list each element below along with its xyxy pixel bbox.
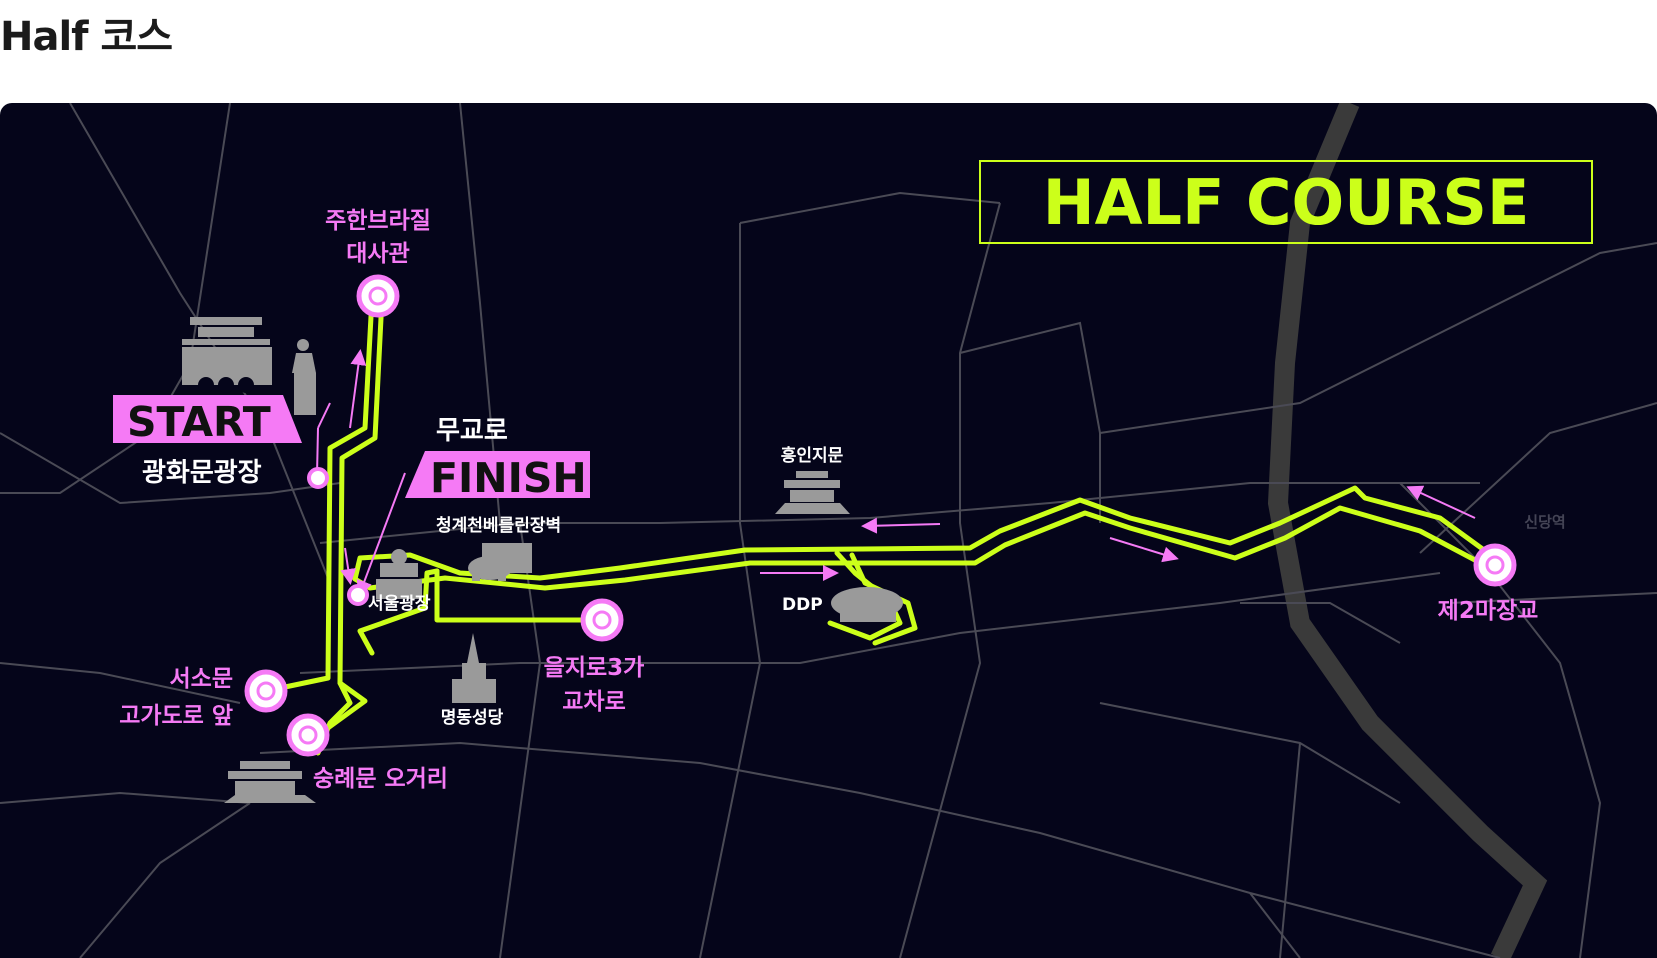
half-course-badge: HALF COURSE [979,160,1593,244]
seosomun-label-line2: 고가도로 앞 [119,703,233,729]
seosomun-label-line1: 서소문 [170,666,233,692]
euljiro-label-line2: 교차로 [562,689,625,715]
start-tag: START [113,395,302,446]
half-course-route [263,295,1498,756]
heunginjimun-label: 흥인지문 [781,445,844,466]
brazil-embassy-label-line2: 대사관 [346,241,409,267]
myeongdong-cathedral-icon [452,633,496,703]
myeongdong-cathedral-label: 명동성당 [441,708,504,728]
start-leader-line [317,402,331,429]
finish-location-label: 무교로 [436,416,508,446]
sungnyemun-label: 숭례문 오거리 [313,766,448,792]
finish-tag: FINISH [405,451,590,502]
ddp-building-icon [831,587,903,622]
seoul-plaza-label: 서울광장 [368,594,431,614]
brazil-embassy-label-line1: 주한브라질 [325,208,431,234]
heunginjimun-gate-icon [775,471,850,514]
turnaround-icon [580,598,624,642]
finish-point-marker [347,584,369,606]
statue-icon [292,339,316,415]
sungnyemun-gate-icon [224,761,316,803]
majang-bridge-label: 제2마장교 [1438,598,1539,624]
direction-arrows [340,349,1476,597]
euljiro-label-line1: 을지로3가 [544,655,645,681]
bear-statue-icon [468,543,532,581]
river [1267,103,1548,958]
ddp-label: DDP [782,595,823,615]
cheonggye-berlin-wall-label: 청계천베를린장벽 [436,515,561,536]
course-map: HALF COURSE START 광화문광장 무교로 FINISH 주한브라질… [0,103,1657,958]
sindang-station-label: 신당역 [1524,513,1565,531]
turnaround-icon [356,274,400,318]
start-location-label: 광화문광장 [142,458,262,488]
svg-text:HALF COURSE: HALF COURSE [1043,166,1530,239]
svg-text:START: START [127,398,271,446]
seoul-plaza-building-icon [376,549,422,599]
turnaround-icon [286,713,330,757]
svg-text:FINISH: FINISH [430,454,587,502]
turnaround-icon [1473,543,1517,587]
page-title: Half 코스 [0,14,173,60]
turnaround-icon [244,669,288,713]
gwanghwamun-gate-icon [182,317,272,393]
start-point-marker [307,467,329,489]
